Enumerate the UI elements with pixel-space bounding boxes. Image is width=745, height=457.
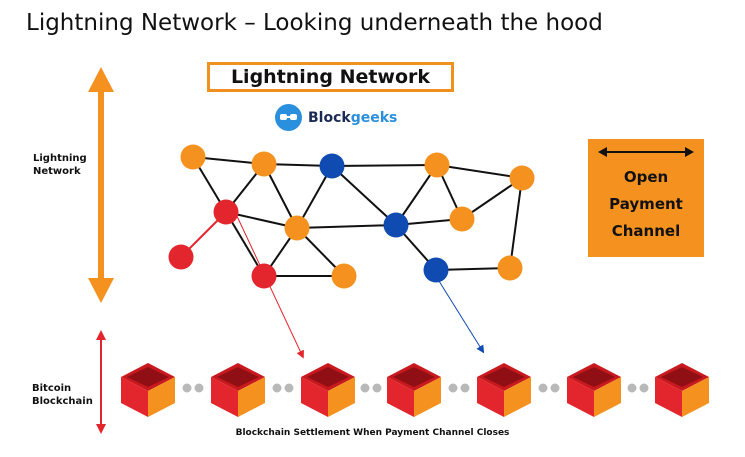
network-node-orange [497, 255, 523, 281]
slide-title: Lightning Network – Looking underneath t… [26, 10, 603, 36]
blockchain-block [655, 363, 709, 417]
open-payment-channel-box: Open Payment Channel [588, 139, 704, 257]
network-node-orange [449, 206, 475, 232]
network-node-orange [331, 263, 357, 289]
chain-link-dot [360, 383, 370, 393]
goggles-icon [275, 104, 302, 131]
channel-edge [331, 165, 397, 226]
blockchain-layer-arrow [96, 330, 106, 434]
blockchain-block [211, 363, 265, 417]
network-node-red [251, 263, 277, 289]
chain-link-dot [448, 383, 458, 393]
network-nodes [168, 144, 535, 289]
blockchain-block [301, 363, 355, 417]
network-node-blue [423, 257, 449, 283]
chain-link-dot [272, 383, 282, 393]
bitcoin-blockchain-side-label: Bitcoin Blockchain [32, 383, 93, 407]
double-arrow-icon [598, 147, 694, 157]
network-node-blue [383, 212, 409, 238]
channel-edge [436, 164, 523, 179]
network-node-orange [284, 215, 310, 241]
blockchain-block [387, 363, 441, 417]
lightning-network-title: Lightning Network [230, 66, 431, 88]
channel-edge [331, 164, 438, 167]
lightning-network-side-label: Lightning Network [33, 153, 87, 177]
blockchain-block [567, 363, 621, 417]
chain-link-dot [284, 383, 294, 393]
chain-link-dot [194, 383, 204, 393]
blockgeeks-logo: Blockgeeks [275, 104, 397, 131]
chain-link-dot [627, 383, 637, 393]
chain-link-dot [182, 383, 192, 393]
chain-link-dot [639, 383, 649, 393]
bitcoin-blockchain [121, 363, 709, 417]
network-node-orange [251, 151, 277, 177]
lightning-layer-arrow [88, 67, 114, 303]
blockchain-block [477, 363, 531, 417]
logo-suffix: geeks [350, 109, 398, 126]
channel-edge [509, 177, 523, 269]
lightning-network-title-box: Lightning Network [207, 62, 454, 92]
logo-prefix: Block [308, 109, 351, 126]
chain-link-dot [550, 383, 560, 393]
network-node-orange [180, 144, 206, 170]
network-node-orange [509, 165, 535, 191]
settlement-caption: Blockchain Settlement When Payment Chann… [235, 428, 510, 438]
chain-link-dot [460, 383, 470, 393]
channel-edge [296, 224, 397, 229]
network-node-red [168, 244, 194, 270]
chain-link-dot [372, 383, 382, 393]
chain-link-dot [538, 383, 548, 393]
settlement-arrow-blue [433, 272, 485, 354]
blockgeeks-logo-text: Blockgeeks [308, 110, 397, 126]
open-payment-channel-label: Open Payment Channel [609, 168, 683, 240]
network-node-orange [424, 152, 450, 178]
blockchain-block [121, 363, 175, 417]
network-node-blue [319, 153, 345, 179]
network-node-red [213, 199, 239, 225]
